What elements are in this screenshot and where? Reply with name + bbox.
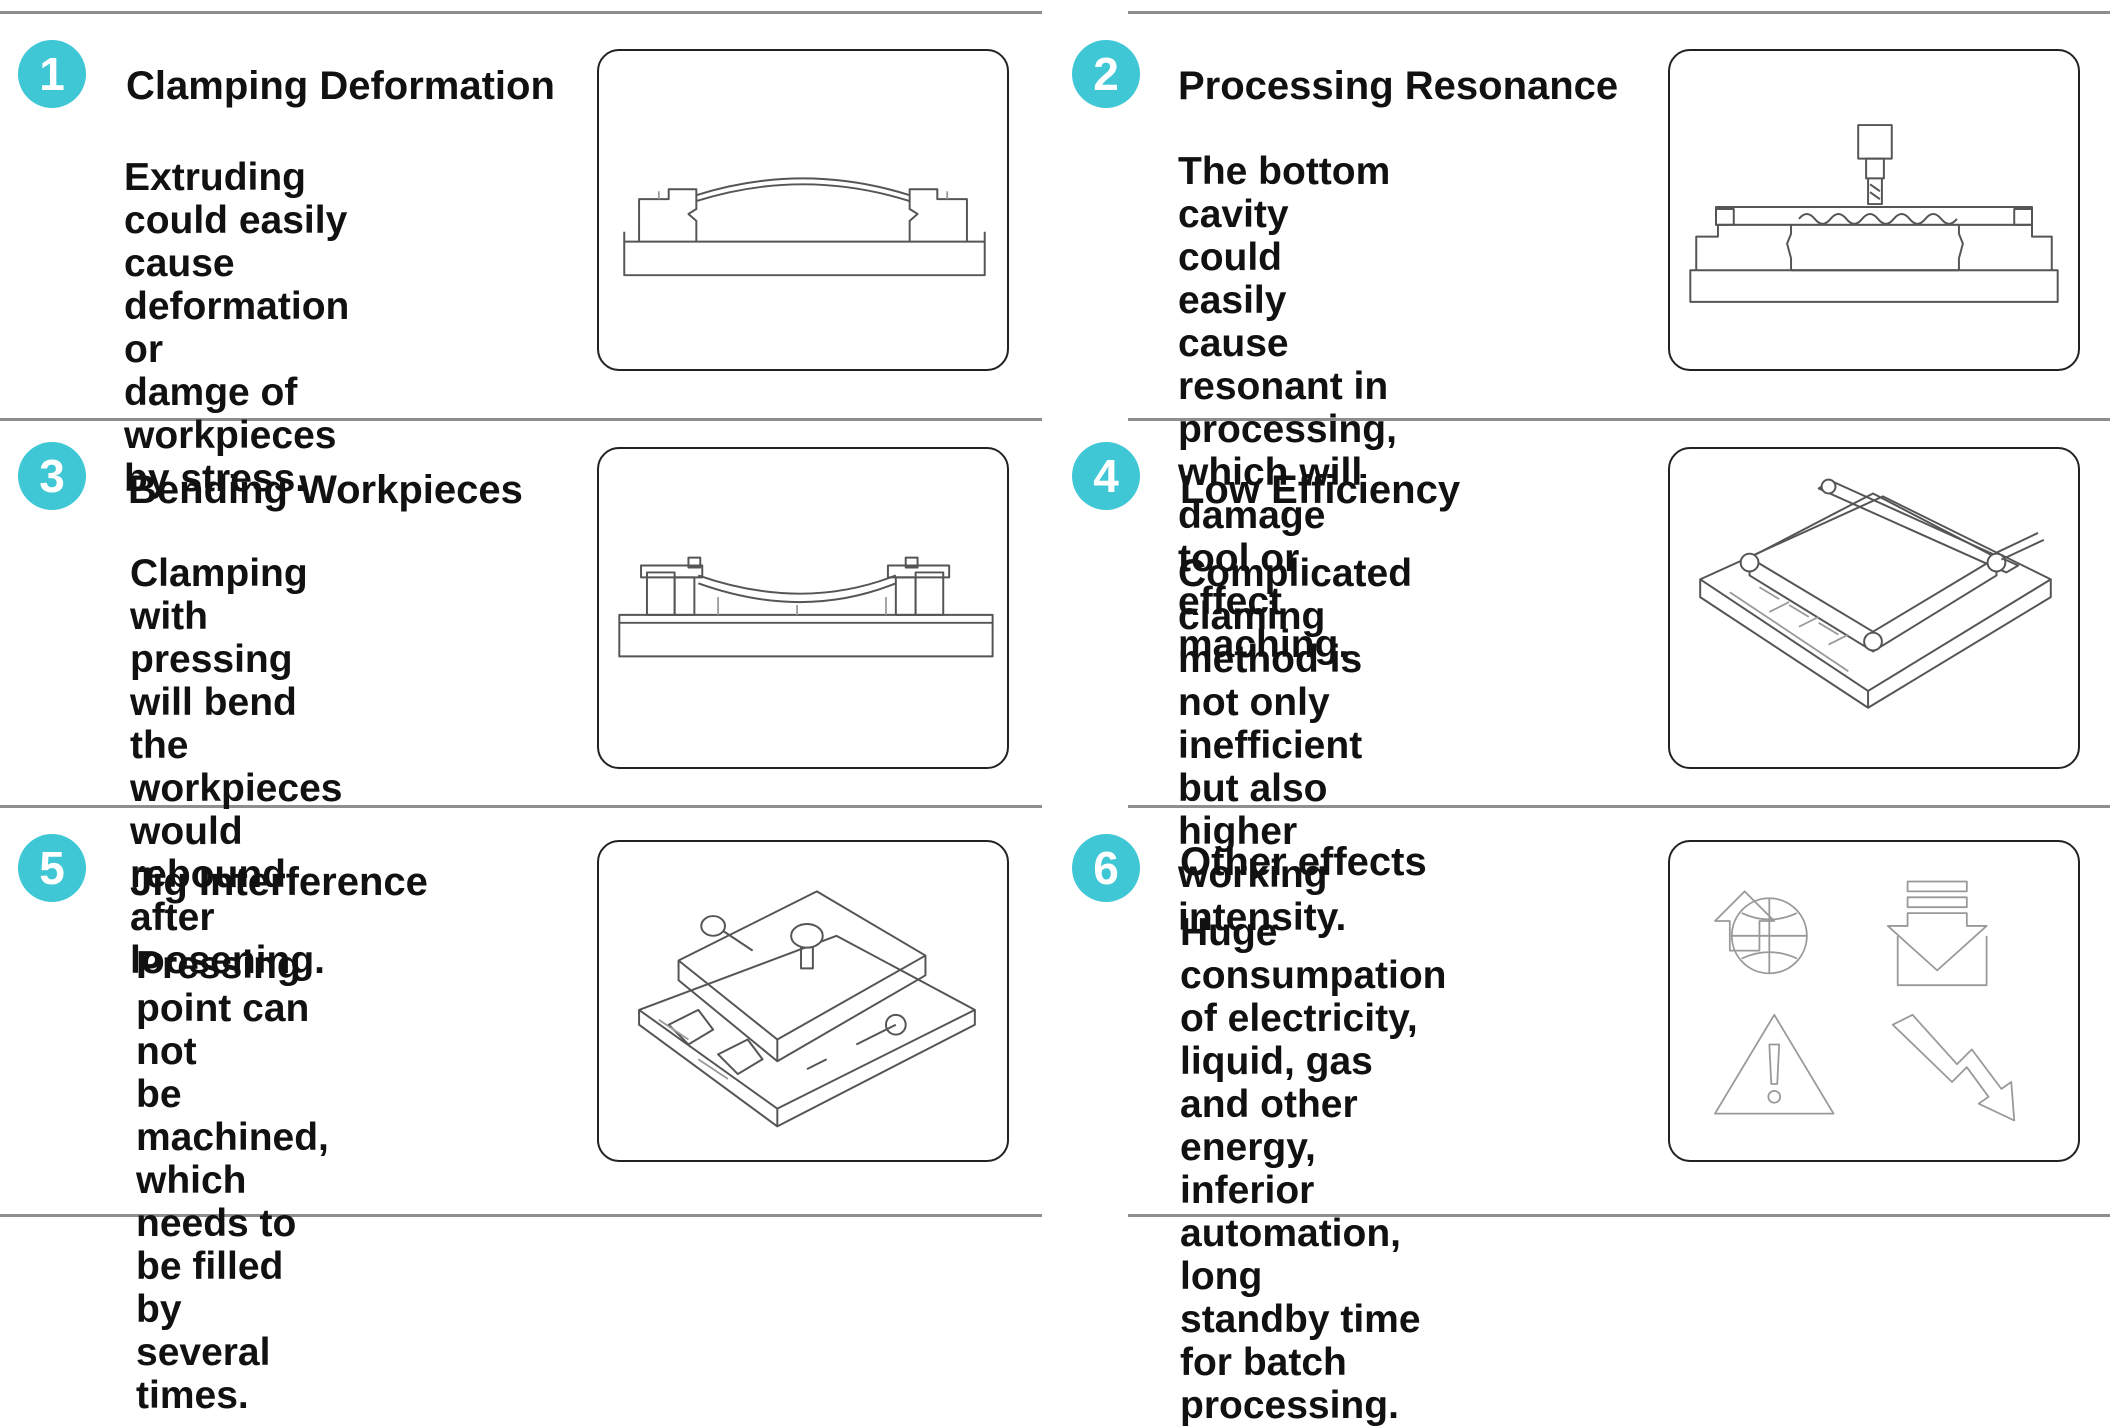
globe-arrow-icon	[1714, 890, 1808, 975]
issue-description: Pressing point can not be machined, whic…	[136, 944, 329, 1417]
jig-with-pressing-points-icon	[597, 840, 1009, 1162]
row-divider	[1128, 1214, 2110, 1217]
down-arrow-tray-icon	[1886, 880, 1988, 987]
issue-description: Clamping with pressing will bend the wor…	[130, 552, 343, 982]
number-badge: 5	[18, 834, 86, 902]
number-badge: 6	[1072, 834, 1140, 902]
row-divider	[0, 11, 1042, 14]
milling-tool-resonance-icon	[1668, 49, 2080, 371]
issue-description: Huge consumpation of electricity, liquid…	[1180, 911, 1447, 1427]
number-badge: 2	[1072, 40, 1140, 108]
clamped-bending-workpiece-icon	[597, 447, 1009, 769]
issue-title: Low Efficiency	[1180, 468, 1461, 512]
energy-warning-icons	[1668, 840, 2080, 1162]
bent-workpiece-on-base-icon	[597, 49, 1009, 371]
row-divider	[1128, 11, 2110, 14]
issue-title: Jig Interference	[130, 860, 428, 904]
warning-triangle-icon	[1714, 1013, 1835, 1115]
row-divider	[1128, 805, 2110, 808]
issue-title: Processing Resonance	[1178, 64, 1619, 108]
row-divider	[0, 805, 1042, 808]
row-divider	[0, 418, 1042, 421]
number-badge: 1	[18, 40, 86, 108]
downward-trend-arrow-icon	[1891, 1013, 2016, 1122]
row-divider	[1128, 418, 2110, 421]
issue-title: Bending Workpieces	[128, 468, 523, 512]
row-divider	[0, 1214, 1042, 1217]
issue-description: The bottom cavity could easily cause res…	[1178, 150, 1397, 666]
number-badge: 3	[18, 442, 86, 510]
complex-fixture-isometric-icon	[1668, 447, 2080, 769]
issue-title: Other effects	[1180, 840, 1427, 884]
number-badge: 4	[1072, 442, 1140, 510]
issue-description: Complicated claming method is not only i…	[1178, 552, 1413, 939]
issue-description: Extruding could easily cause deformation…	[124, 156, 350, 500]
issue-title: Clamping Deformation	[126, 64, 555, 108]
